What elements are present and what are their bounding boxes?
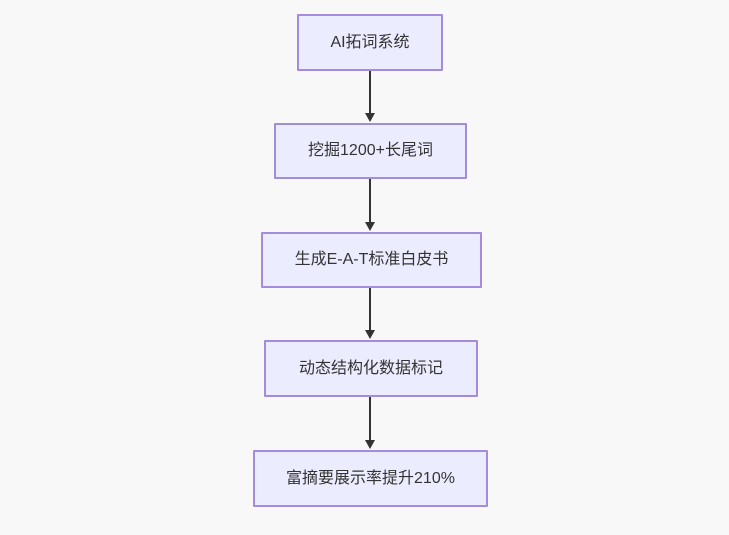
node-label: 挖掘1200+长尾词 (308, 142, 433, 159)
edge-line (369, 397, 371, 440)
flow-edge-1 (364, 71, 376, 122)
arrowhead-down-icon (365, 440, 375, 449)
flow-node-rich-snippet-result: 富摘要展示率提升210% (253, 450, 488, 507)
node-label: 生成E-A-T标准白皮书 (294, 251, 449, 268)
arrowhead-down-icon (365, 113, 375, 122)
edge-line (369, 179, 371, 222)
flow-edge-4 (364, 397, 376, 449)
node-label: AI拓词系统 (330, 33, 410, 51)
flow-node-longtail-mining: 挖掘1200+长尾词 (274, 123, 467, 179)
arrowhead-down-icon (365, 222, 375, 231)
flow-edge-2 (364, 179, 376, 231)
edge-line (369, 288, 371, 330)
arrowhead-down-icon (365, 330, 375, 339)
flow-edge-3 (364, 288, 376, 339)
flow-node-ai-word-system: AI拓词系统 (297, 14, 443, 71)
node-label: 富摘要展示率提升210% (286, 469, 455, 487)
flow-node-structured-data-markup: 动态结构化数据标记 (264, 340, 478, 397)
flow-node-eat-whitepaper: 生成E-A-T标准白皮书 (261, 232, 482, 288)
node-label: 动态结构化数据标记 (298, 359, 443, 377)
edge-line (369, 71, 371, 113)
